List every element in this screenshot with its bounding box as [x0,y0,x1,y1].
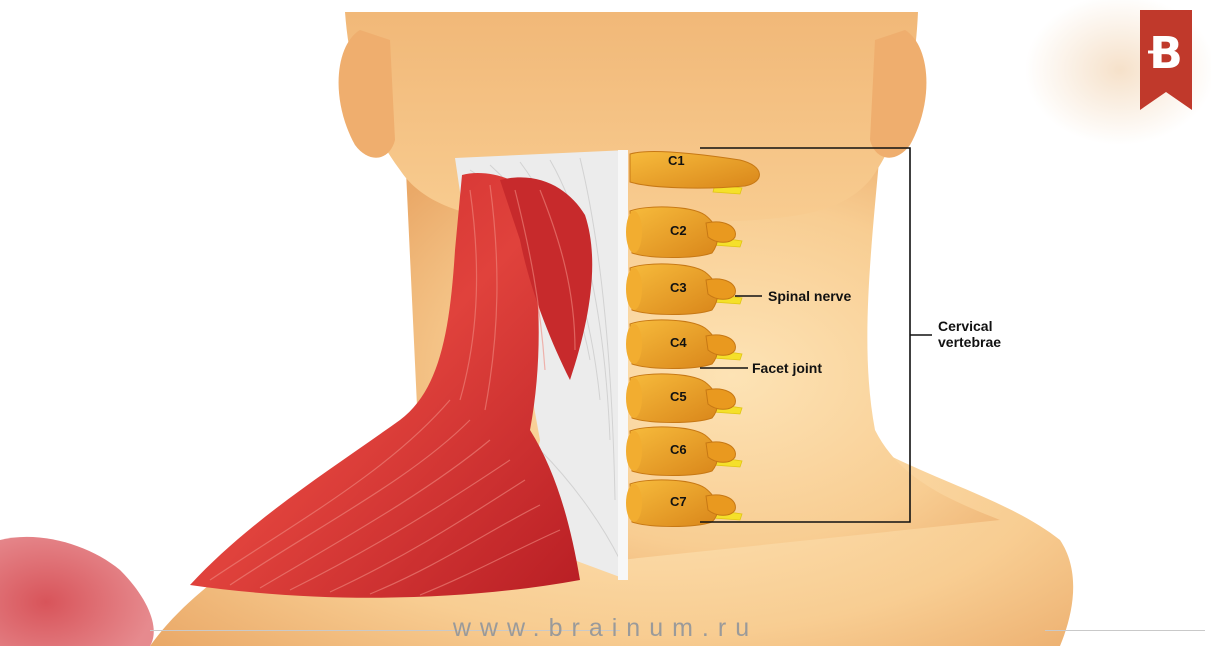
vertebra-label-c3: C3 [670,281,687,294]
vertebra-label-c7: C7 [670,495,687,508]
vertebra-facet [626,268,642,310]
vertebra-facet [626,211,642,253]
head [345,12,918,222]
vertebra-label-c6: C6 [670,443,687,456]
facet-joint-label: Facet joint [752,360,822,376]
vertebra-facet [626,431,642,471]
left-ear [339,30,395,158]
vertebra-label-c5: C5 [670,390,687,403]
vertebra-facet [626,378,642,418]
vertebra-facet [626,484,642,522]
cervical-vertebrae-label: Cervical vertebrae [938,318,1034,350]
spinal-nerve-label: Spinal nerve [768,288,851,304]
vertebra-label-c2: C2 [670,224,687,237]
vertebra-label-c1: C1 [668,154,685,167]
footer-url: www.brainum.ru [0,616,1211,641]
right-ear [870,30,926,158]
brainum-logo: B [1140,10,1192,110]
spinal-cord-edge [618,150,628,580]
vertebra-label-c4: C4 [670,336,687,349]
vertebra-facet [626,324,642,364]
